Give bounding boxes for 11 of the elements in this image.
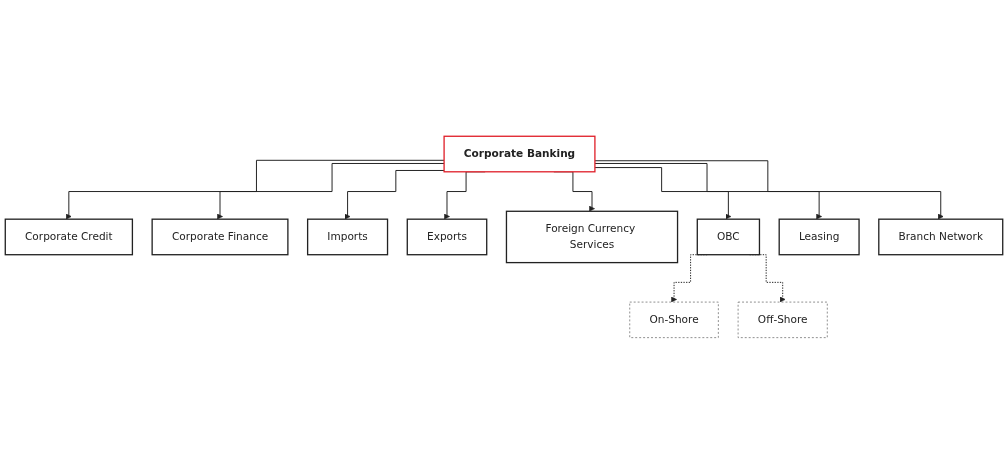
node-box: Foreign Currency Services xyxy=(505,210,679,263)
node-box: Corporate Credit xyxy=(4,218,134,255)
node-box: Leasing xyxy=(778,218,860,255)
node-box: Exports xyxy=(406,218,488,255)
node-box: Branch Network xyxy=(878,218,1004,255)
node-box: On-Shore xyxy=(629,301,719,338)
node-box: Corporate Banking xyxy=(443,135,596,172)
node-box: OBC xyxy=(696,218,761,255)
node-box: Corporate Finance xyxy=(151,218,289,255)
node-box: Imports xyxy=(306,218,389,255)
node-box: Off-Shore xyxy=(737,301,828,338)
